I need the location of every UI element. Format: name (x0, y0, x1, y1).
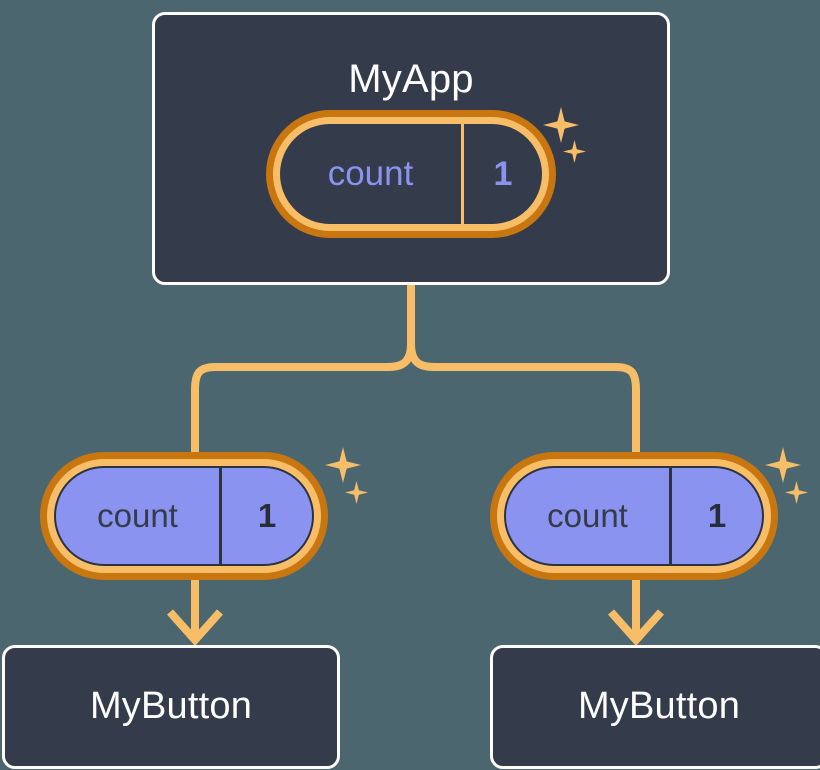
sparkle-icon (345, 481, 368, 504)
component-card-mybutton-left[interactable]: MyButton (2, 645, 340, 769)
component-title-mybutton: MyButton (89, 685, 253, 727)
state-key-label: count (56, 468, 222, 564)
state-pill-ring: count 1 (497, 459, 771, 573)
sparkle-icon (785, 481, 808, 504)
state-pill-core: count 1 (54, 466, 314, 566)
state-pill-myapp[interactable]: count 1 (266, 110, 556, 238)
state-pill-child-left[interactable]: count 1 (40, 452, 328, 580)
state-value-label: 1 (493, 154, 513, 193)
state-pill-child-right[interactable]: count 1 (490, 452, 778, 580)
state-pill-ring: count 1 (273, 117, 549, 231)
component-title-myapp: MyApp (348, 57, 474, 101)
component-title-mybutton: MyButton (577, 685, 741, 727)
state-key-label: count (506, 468, 672, 564)
state-value-label: 1 (707, 497, 727, 534)
state-pill-core: count 1 (280, 124, 542, 224)
state-pill-ring: count 1 (47, 459, 321, 573)
state-pill-core: count 1 (504, 466, 764, 566)
sparkle-icon (765, 447, 801, 483)
sparkle-icon (325, 447, 361, 483)
state-key-label: count (280, 124, 464, 224)
component-card-mybutton-right[interactable]: MyButton (490, 645, 820, 769)
state-value-label: 1 (257, 497, 277, 534)
